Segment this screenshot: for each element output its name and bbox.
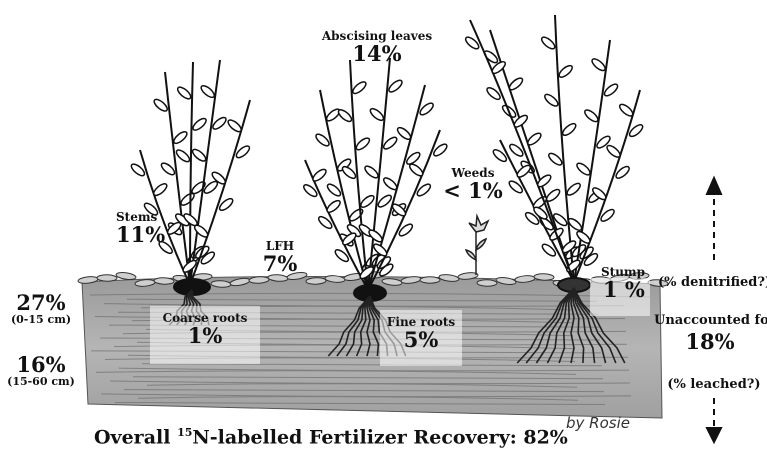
- leached-arrow: [707, 398, 721, 442]
- unaccounted-name: Unaccounted for: [654, 314, 766, 328]
- caption-suffix: N-labelled Fertilizer Recovery: 82%: [192, 426, 567, 448]
- denitrified-arrow: [707, 178, 721, 260]
- soil-deep-label: 16% (15-60 cm): [2, 354, 80, 388]
- caption-prefix: Overall: [94, 426, 177, 448]
- denitrified-label: (% denitrified?): [658, 276, 766, 290]
- soil-deep-value: 16%: [2, 354, 80, 376]
- soil-top-depth: (0-15 cm): [4, 314, 78, 326]
- weeds-value: < 1%: [440, 180, 506, 202]
- lfh-label: LFH 7%: [258, 240, 302, 275]
- leached-label: (% leached?): [664, 378, 764, 392]
- caption-superscript: 15: [177, 426, 192, 439]
- weed-plant: [466, 216, 488, 275]
- fine-roots-value: 5%: [378, 329, 464, 351]
- unaccounted-value: 18%: [654, 331, 766, 353]
- artist-signature: by Rosie: [566, 414, 630, 432]
- weeds-label: Weeds < 1%: [440, 167, 506, 202]
- soil-top-label: 27% (0-15 cm): [4, 292, 78, 326]
- coarse-roots-value: 1%: [150, 325, 260, 347]
- recovery-caption: Overall 15N-labelled Fertilizer Recovery…: [94, 427, 568, 448]
- abscising-leaves-label: Abscising leaves 14%: [318, 30, 436, 65]
- lfh-value: 7%: [258, 253, 302, 275]
- coarse-roots-label: Coarse roots 1%: [150, 312, 260, 347]
- soil-deep-depth: (15-60 cm): [2, 376, 80, 388]
- fine-roots-label: Fine roots 5%: [378, 316, 464, 351]
- stump-label: Stump 1 %: [601, 266, 645, 301]
- soil-top-value: 27%: [4, 292, 78, 314]
- stump-value: 1 %: [603, 279, 645, 301]
- stems-label: Stems 11%: [116, 211, 165, 246]
- unaccounted-label: Unaccounted for 18%: [654, 314, 766, 353]
- stems-value: 11%: [116, 224, 165, 246]
- abscising-leaves-value: 14%: [318, 43, 436, 65]
